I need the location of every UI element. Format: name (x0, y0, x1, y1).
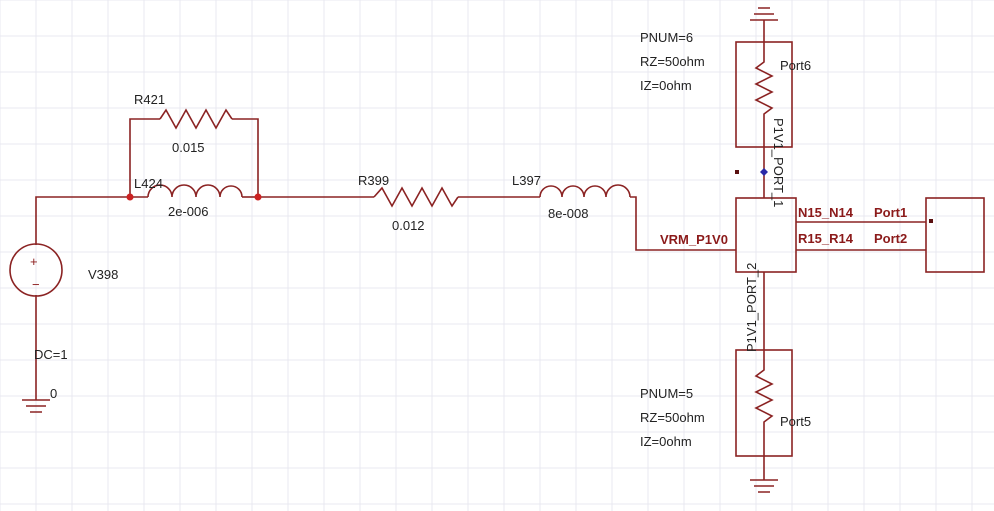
r421-name: R421 (134, 92, 165, 107)
port5-name: Port5 (780, 414, 811, 429)
center-port-block[interactable] (735, 197, 797, 273)
port6-name: Port6 (780, 58, 811, 73)
r421-value: 0.015 (172, 140, 205, 155)
voltage-source-v398[interactable]: + − (9, 243, 63, 297)
port6-pnum: PNUM=6 (640, 30, 693, 45)
l397-name: L397 (512, 173, 541, 188)
net-vrm-label: VRM_P1V0 (660, 232, 728, 247)
net-port1-label: Port1 (874, 205, 907, 220)
net-n15-n14-label: N15_N14 (798, 205, 854, 220)
right-output-block[interactable] (925, 197, 985, 273)
marker-diamond (760, 168, 768, 176)
port5-pnum: PNUM=5 (640, 386, 693, 401)
inductor-l424[interactable] (147, 184, 243, 198)
port5-iz: IZ=0ohm (640, 434, 692, 449)
svg-text:−: − (32, 277, 40, 292)
l424-value: 2e-006 (168, 204, 208, 219)
net-port-1-vertical-label: P1V1_PORT_1 (771, 118, 786, 207)
port5-rz: RZ=50ohm (640, 410, 705, 425)
v398-dc: DC=1 (34, 347, 68, 362)
v398-name: V398 (88, 267, 118, 282)
marker-square (929, 219, 933, 223)
net-port-2-vertical-label: P1V1_PORT_2 (744, 263, 759, 352)
svg-text:+: + (30, 254, 38, 269)
ground-symbol-bottom (750, 479, 778, 493)
port6-block[interactable] (735, 41, 793, 148)
resistor-r399[interactable] (373, 186, 459, 208)
net-r15-r14-label: R15_R14 (798, 231, 854, 246)
junction-dot (126, 193, 134, 201)
r399-name: R399 (358, 173, 389, 188)
l424-name: L424 (134, 176, 163, 191)
port6-iz: IZ=0ohm (640, 78, 692, 93)
inductor-l397[interactable] (539, 184, 631, 198)
junction-dot (254, 193, 262, 201)
ground-symbol-left (22, 399, 50, 413)
resistor-r421[interactable] (159, 108, 233, 130)
ground-symbol-top (750, 7, 778, 21)
port5-block[interactable] (735, 349, 793, 457)
net-port2-label: Port2 (874, 231, 907, 246)
port6-rz: RZ=50ohm (640, 54, 705, 69)
r399-value: 0.012 (392, 218, 425, 233)
l397-value: 8e-008 (548, 206, 588, 221)
marker-square (735, 170, 739, 174)
ground-label: 0 (50, 386, 57, 401)
